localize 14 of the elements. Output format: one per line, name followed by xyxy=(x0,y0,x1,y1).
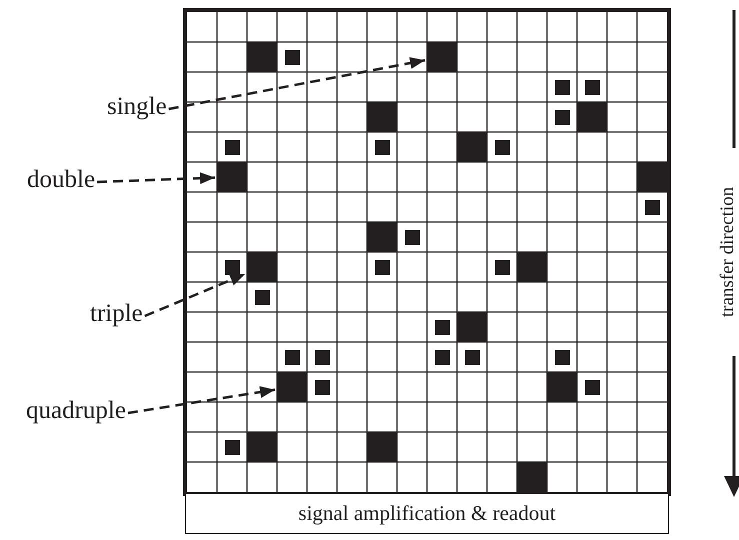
charge-cell xyxy=(427,42,457,72)
leader-arrow xyxy=(128,386,276,414)
leader-arrow xyxy=(97,172,216,184)
leader-arrow xyxy=(144,272,246,318)
leader-arrow xyxy=(168,57,426,110)
event-label: quadruple xyxy=(26,397,126,425)
event-label: double xyxy=(27,166,96,194)
charge-cell xyxy=(247,252,277,282)
charge-cell xyxy=(217,162,247,192)
readout-box: signal amplification & readout xyxy=(185,494,669,534)
event-label: triple xyxy=(90,300,143,328)
axis-label: transfer direction xyxy=(717,186,739,318)
event-label: single xyxy=(107,93,167,121)
charge-cell xyxy=(277,372,307,402)
